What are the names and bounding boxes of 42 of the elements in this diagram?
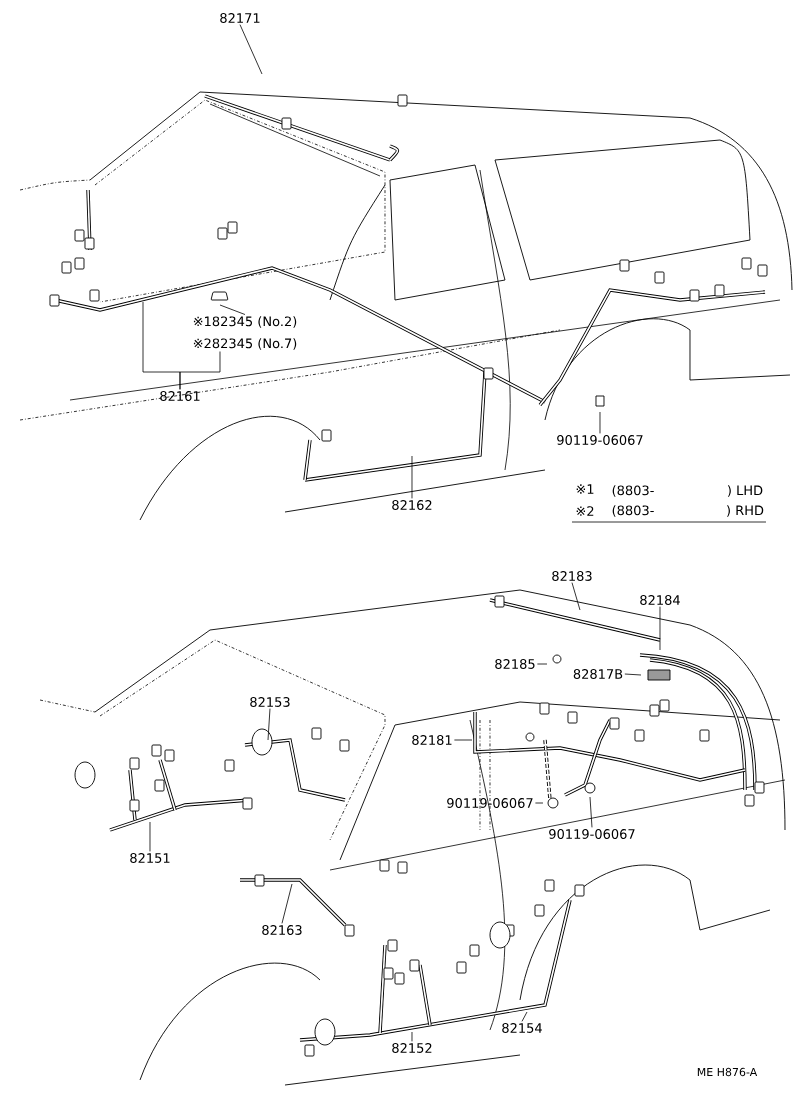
part-number: 82153 bbox=[250, 697, 290, 707]
part-number: 82161 bbox=[160, 391, 200, 401]
part-number: 82154 bbox=[502, 1023, 542, 1033]
leader-line bbox=[411, 455, 413, 499]
part-number: 82171 bbox=[220, 13, 260, 23]
part-number: 82151 bbox=[130, 853, 170, 863]
reference-mark: ※2 bbox=[576, 506, 594, 516]
leader-line bbox=[535, 802, 544, 804]
leader-line bbox=[179, 351, 221, 390]
note-text: (8803- bbox=[612, 505, 654, 517]
part-number: 82162 bbox=[392, 500, 432, 510]
part-number: 82817B bbox=[573, 669, 623, 679]
leader-line bbox=[411, 1031, 413, 1042]
part-number: 82184 bbox=[640, 595, 680, 605]
part-number: 90119-06067 bbox=[557, 435, 643, 445]
leader-line bbox=[219, 304, 246, 315]
part-number: ※182345 (No.2) bbox=[193, 316, 297, 328]
leader-line bbox=[599, 411, 601, 434]
leader-line bbox=[239, 24, 263, 75]
part-number: ※282345 (No.7) bbox=[193, 338, 297, 350]
leader-line bbox=[281, 883, 293, 924]
leader-line bbox=[659, 606, 661, 651]
note-text: (8803- bbox=[612, 485, 654, 497]
part-number: 82185 bbox=[495, 659, 535, 669]
part-number: 82163 bbox=[262, 925, 302, 935]
leader-line bbox=[521, 1011, 528, 1022]
part-number: 82183 bbox=[552, 571, 592, 581]
part-number: 90119-06067 bbox=[549, 829, 635, 839]
leader-line bbox=[149, 821, 151, 852]
part-number: 82152 bbox=[392, 1043, 432, 1053]
leader-line bbox=[571, 582, 581, 611]
leader-line bbox=[267, 708, 271, 741]
part-number: 90119-06067 bbox=[447, 798, 533, 808]
leader-line bbox=[589, 796, 593, 828]
drawing-code: ME H876-A bbox=[697, 1067, 758, 1077]
note-text: ) LHD bbox=[727, 485, 763, 497]
note-text: ) RHD bbox=[727, 505, 764, 517]
leader-line bbox=[624, 673, 642, 676]
leader-line bbox=[454, 739, 473, 741]
part-number: 82181 bbox=[412, 735, 452, 745]
reference-mark: ※1 bbox=[576, 484, 594, 494]
leader-line bbox=[536, 663, 548, 665]
